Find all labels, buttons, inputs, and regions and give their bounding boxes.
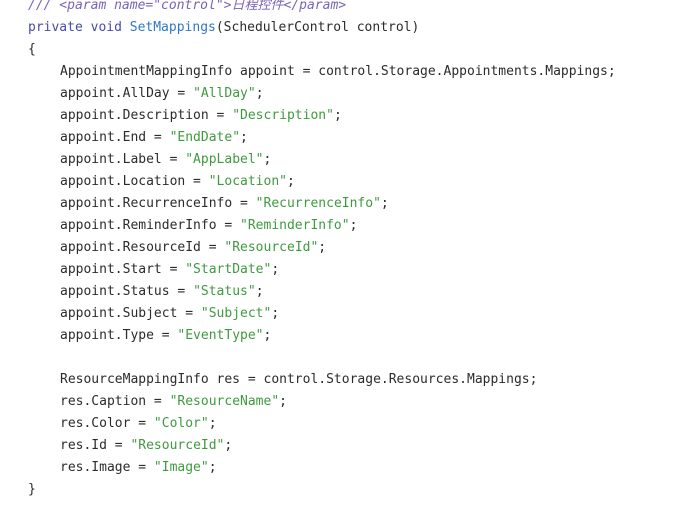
semicolon: ;	[318, 240, 327, 255]
string-literal: "ResourceId"	[224, 240, 319, 255]
code-line: appoint.Start = "StartDate";	[28, 259, 279, 281]
assignment-target: appoint.End =	[60, 130, 170, 145]
code-line: appoint.Description = "Description";	[28, 105, 342, 127]
semicolon: ;	[349, 218, 358, 233]
assignment-target: appoint.Label =	[60, 152, 186, 167]
semicolon: ;	[255, 86, 264, 101]
code-line: res.Color = "Color";	[28, 413, 217, 435]
semicolon: ;	[333, 108, 342, 123]
code-line: appoint.End = "EndDate";	[28, 127, 248, 149]
assignment-target: appoint.Status =	[60, 284, 194, 299]
code-line: res.Caption = "ResourceName";	[28, 391, 287, 413]
string-literal: "AllDay"	[193, 86, 256, 101]
method-name: SetMappings	[129, 20, 216, 35]
semicolon: ;	[279, 394, 287, 409]
string-literal: "AppLabel"	[185, 152, 264, 167]
method-signature: private void SetMappings(SchedulerContro…	[28, 17, 419, 39]
code-line: appoint.ReminderInfo = "ReminderInfo";	[28, 215, 357, 237]
string-literal: "Color"	[153, 416, 209, 431]
string-literal: "RecurrenceInfo"	[255, 196, 381, 211]
appoint-declaration: AppointmentMappingInfo appoint = control…	[60, 64, 616, 79]
string-literal: "Location"	[208, 174, 287, 189]
string-literal: "Status"	[193, 284, 256, 299]
string-literal: "EndDate"	[169, 130, 241, 145]
string-literal: "Image"	[153, 460, 209, 475]
assignment-target: appoint.Type =	[60, 328, 178, 343]
semicolon: ;	[271, 262, 280, 277]
string-literal: "EventType"	[177, 328, 264, 343]
doc-comment: /// <param name="control">日程控件</param>	[28, 0, 347, 13]
assignment-target: appoint.ResourceId =	[60, 240, 225, 255]
assignment-target: appoint.Start =	[60, 262, 186, 277]
string-literal: "StartDate"	[185, 262, 272, 277]
assignment-target: appoint.ReminderInfo =	[60, 218, 241, 233]
semicolon: ;	[287, 174, 295, 189]
code-line: appoint.AllDay = "AllDay";	[28, 83, 264, 105]
semicolon: ;	[208, 460, 217, 475]
assignment-target: appoint.Subject =	[60, 306, 201, 321]
assignment-target: appoint.RecurrenceInfo =	[60, 196, 256, 211]
semicolon: ;	[271, 306, 280, 321]
assignment-target: appoint.Description =	[60, 108, 233, 123]
open-brace: {	[28, 42, 36, 57]
code-line: res.Id = "ResourceId";	[28, 435, 232, 457]
assignment-target: appoint.Location =	[60, 174, 209, 189]
assignment-target: res.Image =	[60, 460, 154, 475]
close-brace: }	[28, 482, 36, 497]
string-literal: "Subject"	[200, 306, 272, 321]
string-literal: "ResourceName"	[169, 394, 280, 409]
code-line: appoint.Type = "EventType";	[28, 325, 271, 347]
semicolon: ;	[255, 284, 264, 299]
semicolon: ;	[208, 416, 217, 431]
assignment-target: res.Caption =	[60, 394, 170, 409]
semicolon: ;	[380, 196, 389, 211]
res-declaration: ResourceMappingInfo res = control.Storag…	[60, 372, 538, 387]
code-line: appoint.Location = "Location";	[28, 171, 295, 193]
assignment-target: appoint.AllDay =	[60, 86, 194, 101]
code-line: appoint.ResourceId = "ResourceId";	[28, 237, 326, 259]
code-line: appoint.Status = "Status";	[28, 281, 264, 303]
code-line: appoint.RecurrenceInfo = "RecurrenceInfo…	[28, 193, 389, 215]
method-params: (SchedulerControl control)	[215, 20, 420, 35]
code-line: res.Image = "Image";	[28, 457, 217, 479]
semicolon: ;	[224, 438, 233, 453]
code-line: appoint.Label = "AppLabel";	[28, 149, 271, 171]
assignment-target: res.Color =	[60, 416, 154, 431]
semicolon: ;	[240, 130, 248, 145]
string-literal: "ReminderInfo"	[240, 218, 350, 233]
semicolon: ;	[263, 152, 272, 167]
string-literal: "ResourceId"	[130, 438, 225, 453]
assignment-target: res.Id =	[60, 438, 131, 453]
string-literal: "Description"	[232, 108, 334, 123]
keywords: private void	[28, 20, 122, 35]
code-line: appoint.Subject = "Subject";	[28, 303, 279, 325]
semicolon: ;	[263, 328, 272, 343]
